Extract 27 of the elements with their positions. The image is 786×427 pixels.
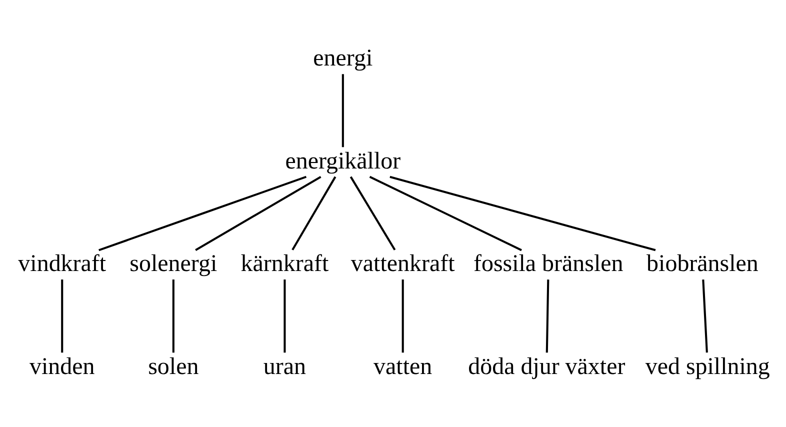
connector	[702, 280, 708, 353]
node-text: uran	[263, 354, 306, 380]
connector	[342, 74, 344, 148]
connector	[284, 280, 286, 353]
connector	[61, 280, 64, 353]
node-text: biobränslen	[646, 251, 758, 278]
node-text: vindkraft	[18, 251, 106, 278]
node-text: energikällor	[285, 148, 401, 174]
node-text: vinden	[29, 354, 95, 380]
connector	[292, 176, 336, 250]
connector	[350, 176, 396, 250]
connector	[172, 280, 174, 353]
node-text: solenergi	[130, 251, 218, 278]
node-text: vattenkraft	[350, 251, 455, 278]
connector	[369, 176, 522, 252]
node-text: döda djur växter	[468, 354, 626, 380]
node-text: solen	[148, 354, 199, 380]
connector	[390, 176, 656, 252]
node-text: energi	[313, 46, 373, 72]
node-text: ved spillning	[645, 354, 770, 380]
connector	[98, 176, 307, 252]
node-text: vatten	[374, 354, 432, 380]
connector	[195, 176, 322, 252]
node-text: fossila bränslen	[473, 251, 624, 278]
connector	[402, 280, 404, 353]
connector	[546, 280, 550, 353]
node-text: kärnkraft	[240, 251, 329, 278]
